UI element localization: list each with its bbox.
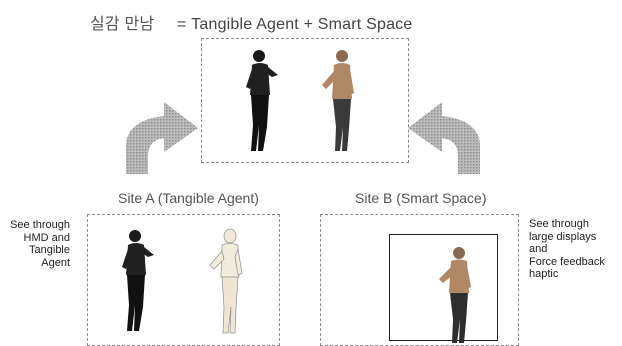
site-b-label: Site B (Smart Space): [355, 190, 487, 206]
site-a-description: See through HMD and Tangible Agent: [0, 219, 70, 269]
site-b-panel: [320, 214, 519, 346]
light-avatar-figure: [439, 247, 471, 343]
combined-scene-panel: [201, 38, 409, 163]
large-display-frame: [389, 234, 498, 341]
note-line: and: [529, 243, 548, 255]
note-line: Agent: [41, 256, 70, 269]
left-curved-arrow-icon: [126, 102, 198, 174]
site-b-description: See through large displays and Force fee…: [529, 218, 621, 281]
note-line: See through: [529, 218, 589, 230]
note-line: large displays: [529, 230, 597, 243]
note-line: HMD and: [23, 231, 70, 244]
note-line: Tangible: [29, 244, 70, 256]
tangible-agent-robot-figure: [209, 228, 243, 334]
dark-avatar-figure: [122, 230, 154, 331]
right-curved-arrow-icon: [408, 102, 480, 174]
title-equation: = Tangible Agent + Smart Space: [176, 16, 413, 33]
site-a-panel: [87, 214, 280, 346]
site-a-label: Site A (Tangible Agent): [118, 190, 259, 206]
diagram-title: 실감 만남 = Tangible Agent + Smart Space: [90, 10, 412, 34]
note-line: haptic: [529, 268, 559, 280]
note-line: See through: [10, 219, 70, 231]
dark-avatar-figure: [246, 50, 278, 151]
note-line: Force feedback: [529, 255, 605, 268]
title-korean: 실감 만남: [90, 16, 155, 33]
light-avatar-figure: [322, 50, 354, 151]
